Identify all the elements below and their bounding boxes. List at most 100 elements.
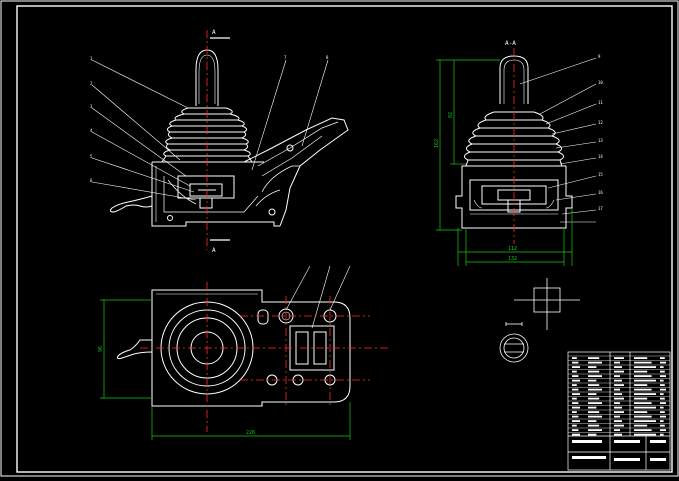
title-block-rows <box>568 355 670 433</box>
title-block-cell-mark <box>588 379 597 382</box>
title-block-cell-mark <box>588 433 597 436</box>
dim-side-height-a: 82 <box>448 112 454 118</box>
title-block-cell-mark <box>614 420 622 422</box>
title-block-cell-mark <box>572 384 577 386</box>
leader-label: 5 <box>90 154 93 159</box>
leader-label: 1 <box>90 56 93 61</box>
title-block-cell-mark <box>650 440 666 443</box>
title-block-cell-mark <box>572 393 580 395</box>
title-block-cell-mark <box>588 415 602 418</box>
front-leader-lines <box>91 59 329 201</box>
title-block-cell-mark <box>572 370 577 373</box>
title-block-cell-mark <box>572 388 579 391</box>
title-block-entries <box>572 357 666 461</box>
title-block-cell-mark <box>634 433 656 436</box>
title-block-cell-mark <box>660 411 665 413</box>
title-block-cell-mark <box>572 424 577 427</box>
title-block-cell-mark <box>614 357 624 359</box>
title-block-cell-mark <box>588 366 597 368</box>
section-mark-side: A-A <box>505 40 516 47</box>
title-block-cell-mark <box>634 406 656 409</box>
leader-label: 3 <box>90 104 93 109</box>
title-block-cell-mark <box>588 361 602 364</box>
title-block-cell-mark <box>588 357 600 359</box>
title-block-cell-mark <box>614 411 624 413</box>
crosshair-symbol <box>514 278 580 330</box>
leader-label: 8 <box>326 55 329 60</box>
title-block-cell-mark <box>660 402 666 404</box>
title-block-cell-mark <box>660 429 666 431</box>
title-block <box>567 351 671 471</box>
title-block-cell-mark <box>572 411 577 413</box>
side-leader-lines <box>519 57 597 223</box>
title-block-cell-mark <box>588 406 597 409</box>
title-block-cell-mark <box>572 406 580 409</box>
title-block-cell-mark <box>572 361 579 364</box>
title-block-cell-mark <box>572 402 579 404</box>
section-mark-top: A <box>212 29 216 36</box>
title-block-cell-mark <box>614 424 624 427</box>
plan-view <box>117 265 351 407</box>
title-block-cell-mark <box>572 357 577 359</box>
dim-plan-height: 96 <box>98 346 104 352</box>
title-block-cell-mark <box>572 433 580 436</box>
leader-label: 12 <box>598 120 603 125</box>
section-markers <box>210 37 230 241</box>
title-block-cell-mark <box>660 366 664 368</box>
title-block-cell-mark <box>634 424 648 427</box>
title-block-cell-mark <box>614 366 622 368</box>
title-block-cell-mark <box>588 370 600 373</box>
dim-side-width-b: 132 <box>508 256 517 262</box>
title-block-cell-mark <box>660 415 666 418</box>
title-block-cell-mark <box>588 384 600 386</box>
title-block-cell-mark <box>588 411 600 413</box>
title-block-cell-mark <box>634 429 652 431</box>
title-block-cell-mark <box>660 370 665 373</box>
title-block-cell-mark <box>660 388 666 391</box>
leader-label: 17 <box>598 206 603 211</box>
title-block-cell-mark <box>634 393 656 395</box>
title-block-cell-mark <box>660 379 664 382</box>
title-block-cell-mark <box>660 424 665 427</box>
front-section-view: 1 2 3 4 5 6 7 8 <box>90 49 349 227</box>
leader-label: 13 <box>598 138 603 143</box>
title-block-cell-mark <box>572 420 580 422</box>
plan-view-centerlines <box>140 282 390 432</box>
title-block-cell-mark <box>572 379 580 382</box>
title-block-cell-mark <box>660 393 664 395</box>
title-block-cell-mark <box>614 388 620 391</box>
dim-side-height-b: 162 <box>434 139 440 148</box>
title-block-cell-mark <box>660 361 666 364</box>
title-block-cell-mark <box>572 397 577 400</box>
title-block-cell-mark <box>634 370 648 373</box>
title-block-cell-mark <box>588 397 600 400</box>
leader-label: 6 <box>90 178 93 183</box>
title-block-cell-mark <box>588 375 602 377</box>
title-block-cell-mark <box>572 366 580 368</box>
leader-label: 2 <box>90 81 93 86</box>
title-block-cell-mark <box>572 429 579 431</box>
title-block-cell-mark <box>634 379 656 382</box>
leader-label: 14 <box>598 154 603 159</box>
dim-plan-width: 226 <box>246 430 255 436</box>
title-block-cell-mark <box>614 433 622 436</box>
title-block-cell-mark <box>660 357 665 359</box>
title-block-cell-mark <box>614 384 624 386</box>
title-block-cell-mark <box>614 415 620 418</box>
leader-label: 9 <box>598 54 601 59</box>
title-block-cell-mark <box>588 393 597 395</box>
leader-label: 10 <box>598 80 603 85</box>
title-block-cell-mark <box>660 397 665 400</box>
title-block-cell-mark <box>634 366 656 368</box>
title-block-cell-mark <box>634 388 652 391</box>
inner-frame <box>16 5 673 473</box>
title-block-cell-mark <box>634 402 652 404</box>
title-block-cell-mark <box>614 458 640 461</box>
title-block-cell-mark <box>660 384 665 386</box>
dim-side-width-a: 112 <box>508 246 517 252</box>
title-block-cell-mark <box>614 370 624 373</box>
title-block-cell-mark <box>614 402 620 404</box>
title-block-cell-mark <box>588 429 602 431</box>
side-section-view: 9 10 11 12 13 14 15 16 17 <box>455 54 603 229</box>
